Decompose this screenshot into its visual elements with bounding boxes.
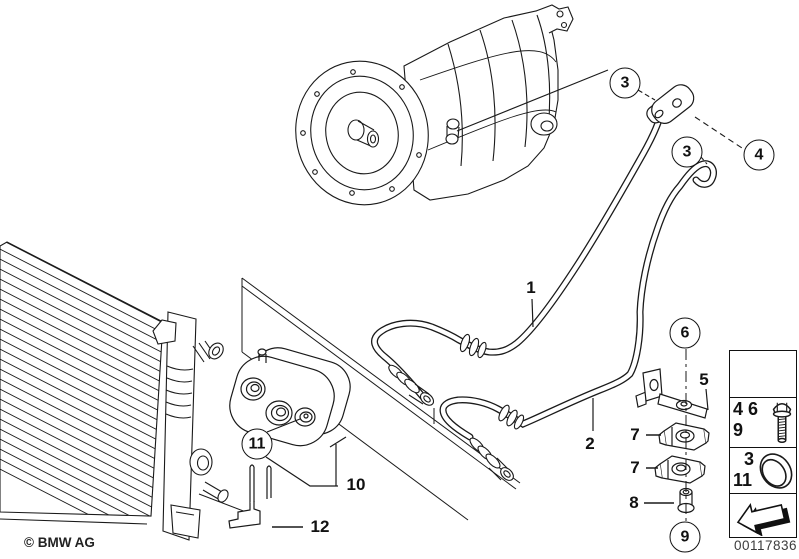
callout-circle-6[interactable]: 6 bbox=[669, 317, 701, 349]
bolt-icon bbox=[769, 399, 795, 451]
radiator-drawing bbox=[0, 241, 229, 541]
legend-part-numbers: 9 bbox=[733, 420, 744, 440]
o-ring-icon bbox=[757, 449, 795, 498]
legend-row-direction bbox=[730, 493, 796, 537]
callout-circle-3[interactable]: 3 bbox=[671, 136, 703, 168]
copyright-text: © BMW AG bbox=[24, 535, 95, 550]
callout-label-7[interactable]: 7 bbox=[630, 458, 640, 477]
legend-row-empty bbox=[730, 351, 796, 397]
callout-circle-3[interactable]: 3 bbox=[609, 67, 641, 99]
legend-row-oring-parts[interactable]: 3 11 bbox=[730, 447, 796, 493]
callout-label-2[interactable]: 2 bbox=[585, 434, 595, 453]
oil-cooler-drawing bbox=[229, 347, 351, 448]
legend-part-numbers: 3 bbox=[744, 449, 755, 469]
callout-circle-9[interactable]: 9 bbox=[669, 521, 701, 553]
callout-circle-4[interactable]: 4 bbox=[743, 139, 775, 171]
cooler-bracket-12-drawing bbox=[228, 464, 272, 529]
direction-arrow-icon bbox=[736, 502, 791, 536]
callout-label-5[interactable]: 5 bbox=[699, 370, 709, 389]
callout-label-7[interactable]: 7 bbox=[630, 425, 640, 444]
routing-line bbox=[198, 493, 247, 513]
legend-part-numbers: 4 6 bbox=[733, 399, 759, 419]
legend-row-bolt-parts[interactable]: 4 6 9 bbox=[730, 397, 796, 447]
legend-table: 4 6 9 bbox=[729, 350, 797, 538]
transmission-drawing bbox=[295, 4, 574, 206]
clip-7a-drawing bbox=[658, 422, 710, 451]
callout-label-8[interactable]: 8 bbox=[629, 493, 639, 512]
oil-pipe-2-drawing bbox=[439, 160, 717, 481]
bracket-5-drawing bbox=[635, 368, 708, 419]
callout-circle-11[interactable]: 11 bbox=[241, 428, 273, 460]
callout-label-10[interactable]: 10 bbox=[346, 475, 366, 494]
callout-label-12[interactable]: 12 bbox=[310, 517, 330, 536]
legend-part-numbers: 11 bbox=[733, 470, 753, 490]
oil-pipe-1-drawing bbox=[371, 84, 695, 406]
image-number: 00117836 bbox=[733, 538, 797, 553]
callout-label-1[interactable]: 1 bbox=[526, 278, 536, 297]
pipe-end-bracket-drawing bbox=[646, 84, 695, 124]
leader-lines bbox=[265, 69, 743, 528]
